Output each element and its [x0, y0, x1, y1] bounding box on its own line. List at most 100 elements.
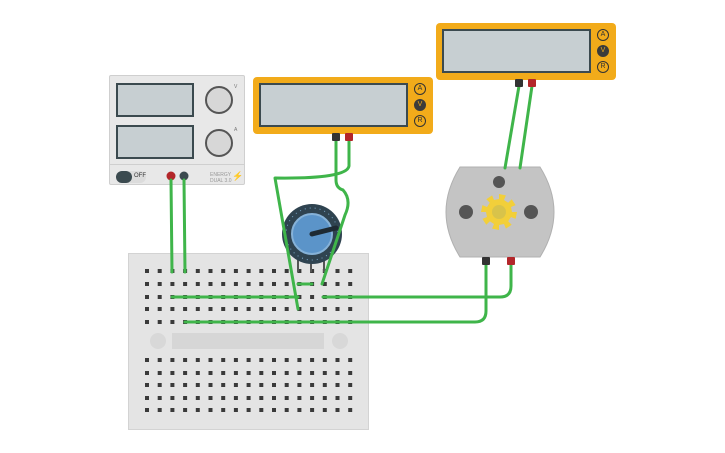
breadboard-hole[interactable] [145, 320, 149, 324]
breadboard-hole[interactable] [259, 307, 264, 311]
breadboard-hole[interactable] [145, 408, 149, 412]
breadboard-hole[interactable] [221, 358, 226, 362]
breadboard-hole[interactable] [195, 269, 200, 273]
breadboard-hole[interactable] [322, 282, 327, 286]
multimeter-1-red-probe[interactable] [345, 133, 353, 141]
breadboard-hole[interactable] [246, 307, 251, 311]
breadboard-hole[interactable] [259, 408, 264, 412]
breadboard-hole[interactable] [246, 269, 251, 273]
multimeter-2-black-probe[interactable] [515, 79, 523, 87]
breadboard-hole[interactable] [195, 358, 200, 362]
breadboard-hole[interactable] [145, 358, 149, 362]
breadboard-hole[interactable] [246, 282, 251, 286]
breadboard-hole[interactable] [157, 383, 162, 387]
breadboard-hole[interactable] [208, 383, 213, 387]
breadboard-hole[interactable] [208, 396, 213, 400]
multimeter-2-ammeter-button[interactable]: A [597, 29, 609, 41]
breadboard-hole[interactable] [284, 282, 289, 286]
breadboard-hole[interactable] [157, 371, 162, 375]
breadboard-hole[interactable] [310, 371, 315, 375]
breadboard-hole[interactable] [284, 358, 289, 362]
breadboard-hole[interactable] [208, 269, 213, 273]
breadboard-hole[interactable] [170, 383, 175, 387]
voltage-knob[interactable] [205, 86, 233, 114]
breadboard-hole[interactable] [157, 282, 162, 286]
breadboard-hole[interactable] [297, 371, 302, 375]
wire-meter2-positive[interactable] [518, 84, 534, 170]
breadboard-hole[interactable] [348, 383, 353, 387]
breadboard-hole[interactable] [297, 396, 302, 400]
breadboard-hole[interactable] [157, 320, 162, 324]
breadboard-hole[interactable] [335, 396, 340, 400]
breadboard-hole[interactable] [183, 282, 188, 286]
wires[interactable] [169, 84, 534, 324]
breadboard-hole[interactable] [322, 383, 327, 387]
motor-red-terminal[interactable] [507, 257, 515, 265]
breadboard-hole[interactable] [170, 307, 175, 311]
breadboard-hole[interactable] [335, 358, 340, 362]
breadboard-hole[interactable] [170, 282, 175, 286]
breadboard-hole[interactable] [259, 371, 264, 375]
multimeter-2-probes[interactable] [515, 79, 536, 87]
breadboard-hole[interactable] [322, 358, 327, 362]
breadboard-hole[interactable] [272, 383, 276, 387]
breadboard-hole[interactable] [310, 269, 315, 273]
breadboard-hole[interactable] [246, 383, 251, 387]
breadboard-hole[interactable] [259, 396, 264, 400]
breadboard-hole[interactable] [183, 408, 188, 412]
breadboard-hole[interactable] [310, 396, 315, 400]
breadboard-hole[interactable] [348, 396, 353, 400]
breadboard-hole[interactable] [335, 282, 340, 286]
breadboard-hole[interactable] [310, 408, 315, 412]
breadboard-hole[interactable] [335, 408, 340, 412]
wire-meter1-negative[interactable] [320, 138, 350, 286]
breadboard-hole[interactable] [297, 408, 302, 412]
breadboard-hole[interactable] [322, 307, 327, 311]
psu-negative-terminal[interactable] [179, 171, 189, 181]
breadboard-hole[interactable] [284, 307, 289, 311]
motor-black-terminal[interactable] [482, 257, 490, 265]
breadboard-hole[interactable] [272, 396, 276, 400]
power-supply[interactable]: V A OFF ENERGY DUAL 3.0 ⚡ [109, 75, 245, 185]
dc-motor[interactable] [445, 166, 555, 258]
breadboard-hole[interactable] [233, 269, 238, 273]
breadboard-hole[interactable] [348, 371, 353, 375]
wire-psu-positive[interactable] [169, 178, 174, 274]
wire-motor-negative[interactable] [183, 262, 488, 324]
breadboard-hole[interactable] [157, 307, 162, 311]
breadboard-hole[interactable] [233, 358, 238, 362]
breadboard-hole[interactable] [284, 383, 289, 387]
breadboard-hole[interactable] [310, 295, 315, 299]
breadboard-hole[interactable] [145, 295, 149, 299]
breadboard-hole[interactable] [284, 269, 289, 273]
breadboard-hole[interactable] [170, 408, 175, 412]
breadboard-hole[interactable] [322, 396, 327, 400]
breadboard-hole[interactable] [272, 282, 276, 286]
breadboard-hole[interactable] [183, 383, 188, 387]
breadboard-hole[interactable] [259, 282, 264, 286]
breadboard-hole[interactable] [272, 408, 276, 412]
wire-meter1-positive[interactable] [273, 138, 351, 311]
motor-terminals[interactable] [482, 257, 515, 265]
breadboard-hole[interactable] [297, 383, 302, 387]
breadboard-hole[interactable] [284, 371, 289, 375]
breadboard-hole[interactable] [272, 307, 276, 311]
breadboard-hole[interactable] [322, 371, 327, 375]
breadboard-hole[interactable] [310, 307, 315, 311]
breadboard-hole[interactable] [259, 358, 264, 362]
breadboard-hole[interactable] [195, 396, 200, 400]
breadboard-hole[interactable] [284, 408, 289, 412]
breadboard-hole[interactable] [145, 383, 149, 387]
multimeter-1[interactable]: A V R [253, 77, 433, 134]
breadboard-hole[interactable] [310, 383, 315, 387]
breadboard-hole[interactable] [284, 396, 289, 400]
multimeter-2-red-probe[interactable] [528, 79, 536, 87]
breadboard-hole[interactable] [246, 408, 251, 412]
breadboard-hole[interactable] [183, 396, 188, 400]
breadboard-hole[interactable] [221, 396, 226, 400]
breadboard-hole[interactable] [335, 371, 340, 375]
breadboard-hole[interactable] [145, 396, 149, 400]
breadboard-hole[interactable] [348, 282, 353, 286]
breadboard-hole[interactable] [170, 320, 175, 324]
